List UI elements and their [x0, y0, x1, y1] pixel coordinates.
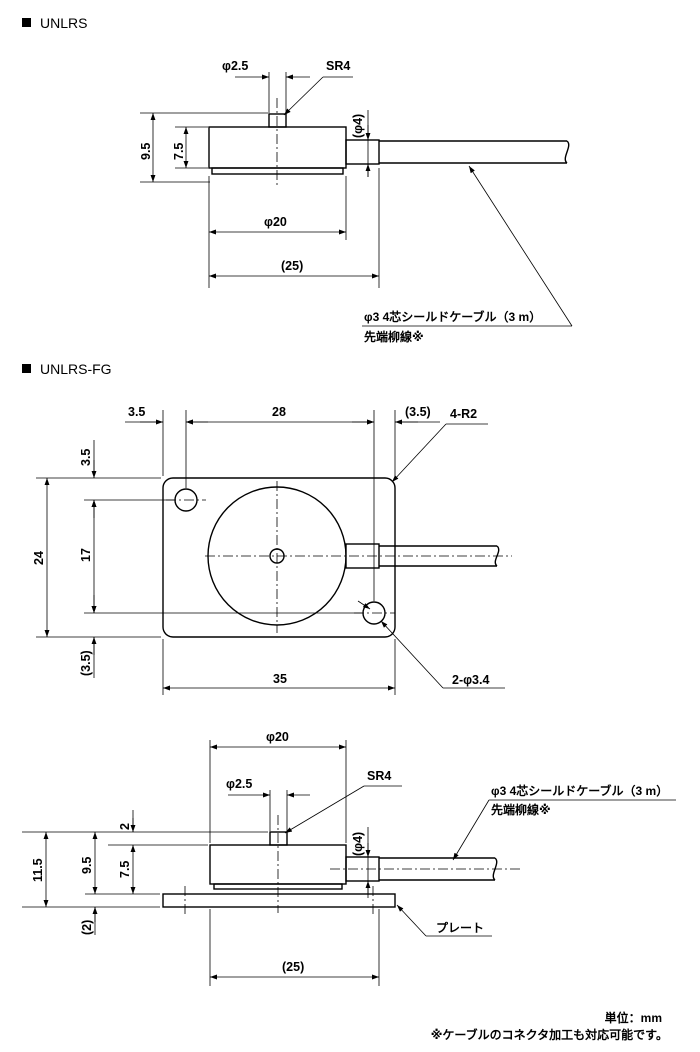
plate-side	[162, 893, 396, 908]
dim-hole-vertical-pitch: 17	[79, 548, 93, 562]
section-unlrs-fg: UNLRS-FG 3.5 28 (3.5)	[22, 361, 512, 695]
section-unlrs: UNLRS φ2.5 SR4 (φ4)	[22, 15, 573, 344]
dim-width-total-2: (25)	[282, 960, 304, 974]
dim-sr-2: SR4	[367, 769, 391, 783]
section-title-unlrs: UNLRS	[40, 15, 87, 31]
dim-bottom-offset: (3.5)	[79, 650, 93, 676]
plate-label: プレート	[436, 920, 484, 935]
section-bullet-icon	[22, 364, 31, 373]
connector-note: ※ケーブルのコネクタ加工も対応可能です。	[431, 1027, 668, 1042]
cable-sublabel-1: 先端柳線※	[364, 329, 424, 344]
dim-right-offset: (3.5)	[405, 405, 431, 419]
dim-phi-cable-2: (φ4)	[351, 832, 365, 856]
dim-sr: SR4	[326, 59, 350, 73]
dim-plate-width: 35	[273, 672, 287, 686]
plate-outline	[162, 477, 396, 638]
dim-height-total: 9.5	[139, 143, 153, 160]
dim-corner-radius: 4-R2	[450, 407, 477, 421]
sensor-body	[208, 126, 347, 169]
cable-label-2: φ3 4芯シールドケーブル（3 m）	[491, 783, 668, 798]
sensor-side-view-1	[208, 98, 570, 186]
section-fg-side: φ20 φ2.5 SR4 (φ4) 11.5 9.5 7.5 2 (2)	[22, 730, 676, 986]
dim-h-plate: (2)	[80, 920, 94, 935]
dim-height-body: 7.5	[172, 143, 186, 160]
section-title-unlrs-fg: UNLRS-FG	[40, 361, 112, 377]
cable-break	[564, 140, 570, 164]
dim-h-total: 11.5	[31, 858, 45, 882]
load-button	[268, 113, 287, 128]
dim-h-95: 9.5	[80, 857, 94, 874]
dim-phi-cable: (φ4)	[351, 114, 365, 138]
dim-mounting-holes: 2-φ3.4	[452, 673, 489, 687]
dim-top-offset: 3.5	[79, 449, 93, 466]
dim-phi-body-2: φ20	[266, 730, 289, 744]
dim-phi-pin-2: φ2.5	[226, 777, 252, 791]
dim-width-total: (25)	[281, 259, 303, 273]
sensor-side-view-2	[162, 815, 520, 915]
load-button	[269, 831, 288, 846]
sensor-base	[211, 167, 344, 175]
cable-gland	[345, 139, 380, 165]
cable-sublabel-2: 先端柳線※	[491, 802, 551, 817]
dim-phi-body: φ20	[264, 215, 287, 229]
dim-hole-pitch: 28	[272, 405, 286, 419]
dim-phi-pin: φ2.5	[222, 59, 248, 73]
unit-label: 単位：mm	[605, 1010, 662, 1025]
dim-plate-height: 24	[32, 551, 46, 565]
dim-h-75: 7.5	[118, 861, 132, 878]
section-bullet-icon	[22, 18, 31, 27]
dim-h-pin: 2	[118, 823, 132, 830]
cable-label-1: φ3 4芯シールドケーブル（3 m）	[364, 309, 541, 324]
dim-left-offset: 3.5	[128, 405, 145, 419]
